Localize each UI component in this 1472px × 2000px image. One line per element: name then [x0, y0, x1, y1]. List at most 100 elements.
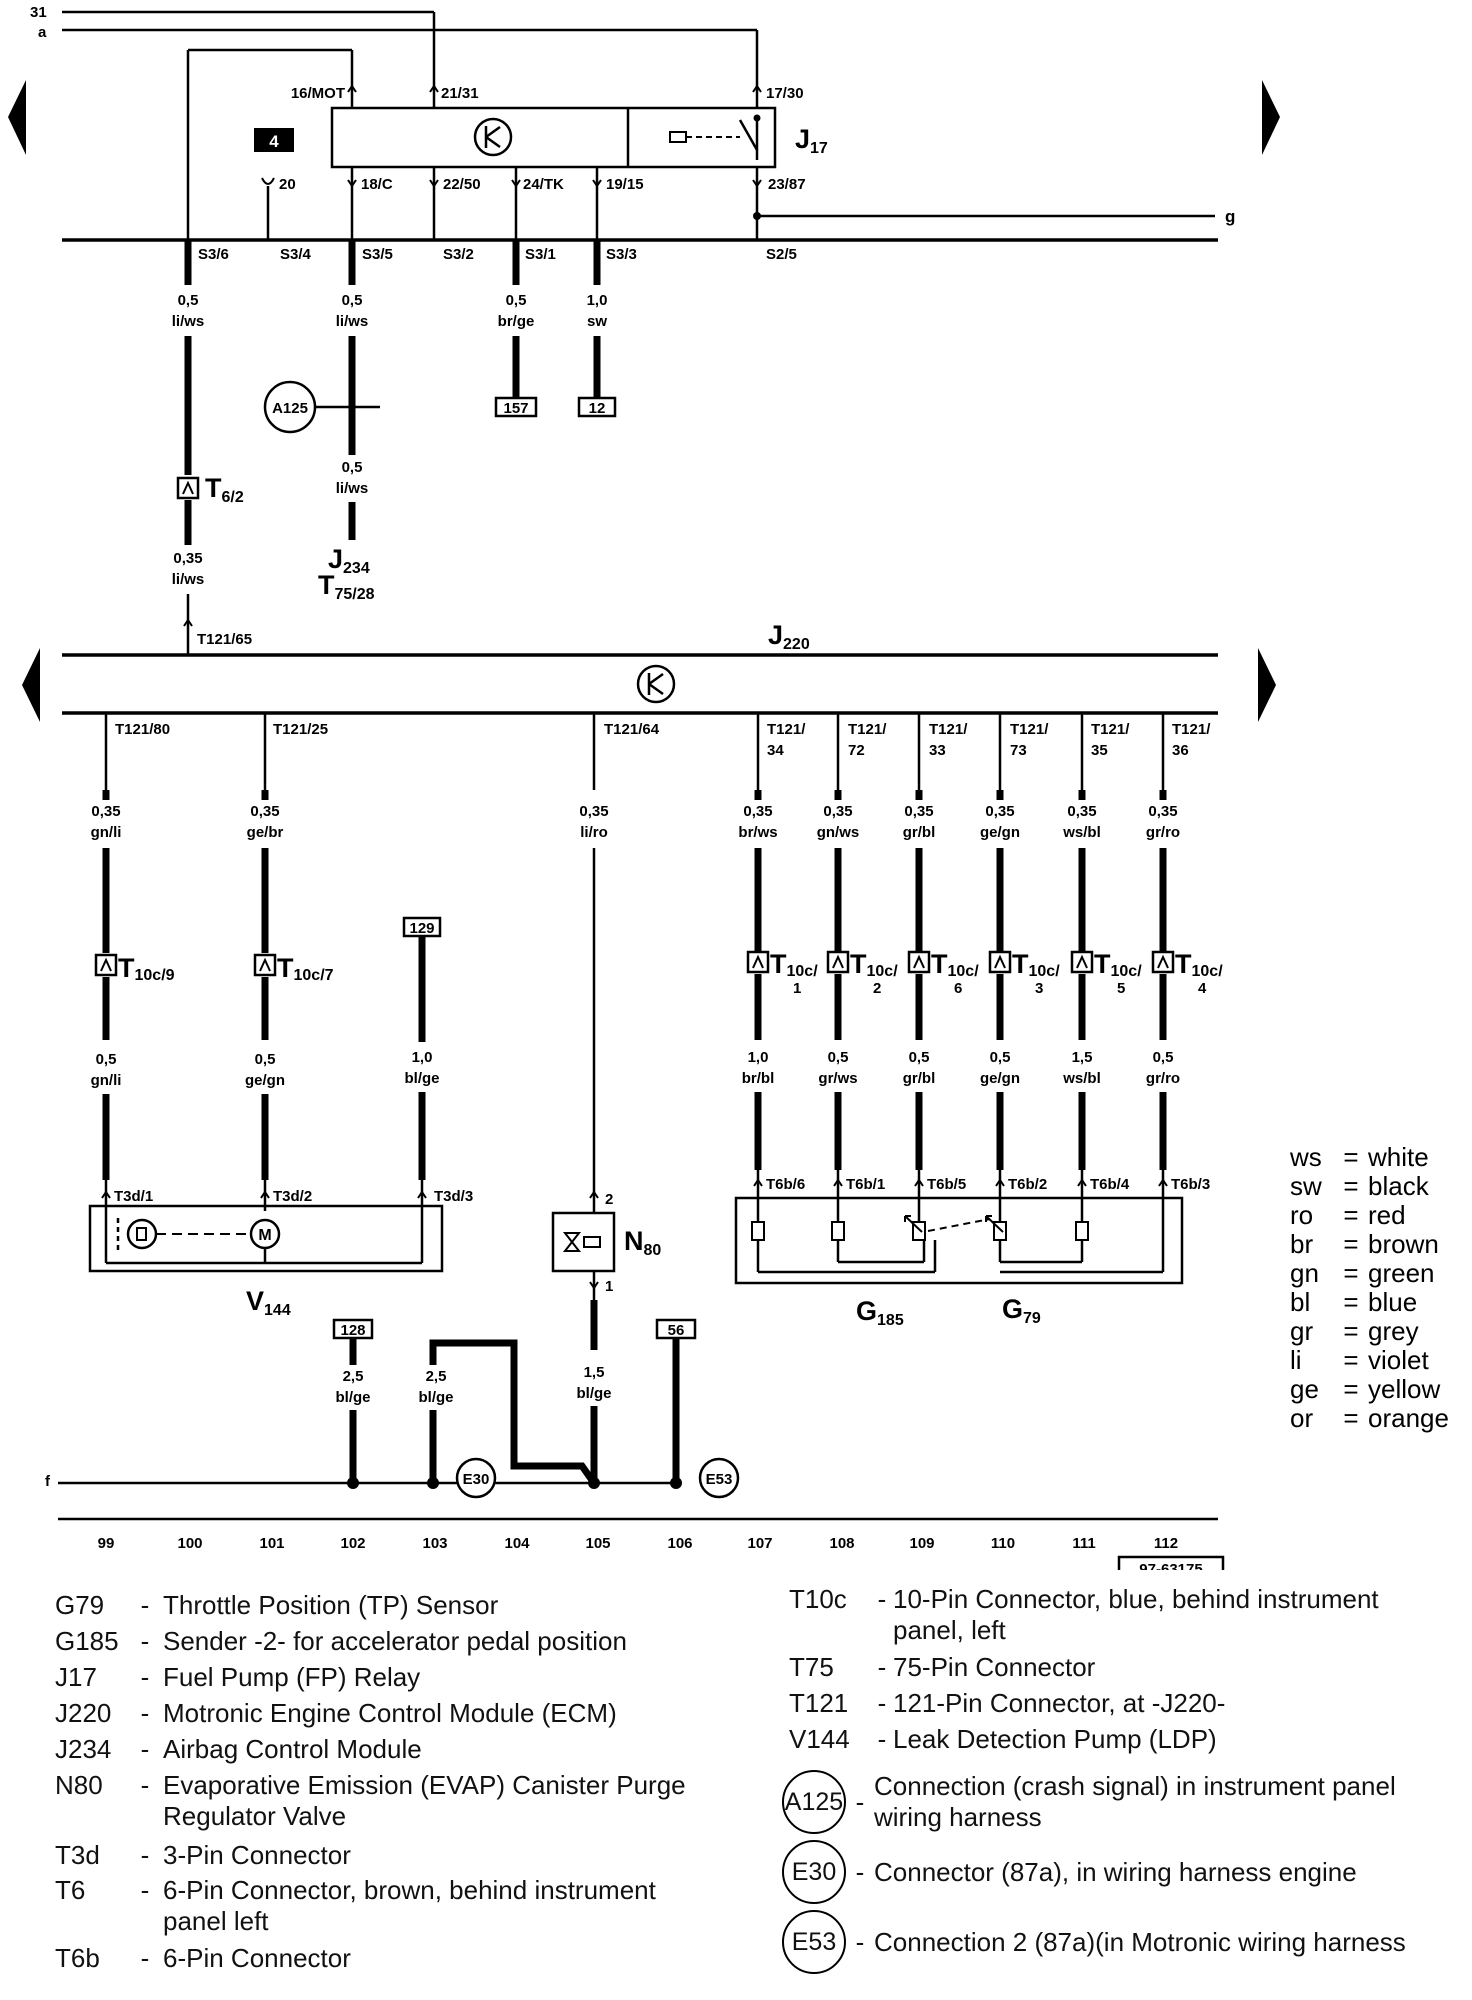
svg-text:0,35: 0,35 [250, 803, 279, 820]
svg-text:gr/ws: gr/ws [818, 1070, 857, 1087]
splice-s3-4: S3/4 [280, 246, 312, 263]
g185-label: G185 [856, 1296, 904, 1329]
wire-segments-low [102, 974, 1167, 1040]
svg-text:0,35: 0,35 [823, 803, 852, 820]
legend-item: J220-Motronic Engine Control Module (ECM… [55, 1698, 617, 1728]
svg-text:T121/: T121/ [1091, 721, 1130, 738]
svg-text:110: 110 [991, 1535, 1015, 1552]
pin-19-15: 19/15 [606, 176, 644, 193]
svg-text:99: 99 [98, 1535, 115, 1552]
splice-s2-5: S2/5 [766, 246, 797, 263]
ldp-solenoid-icon [126, 1218, 158, 1250]
legend-item: T10c-10-Pin Connector, blue, behind inst… [789, 1584, 1379, 1645]
wire-segments-mid [102, 848, 1167, 1185]
legend-item: G79-Throttle Position (TP) Sensor [55, 1590, 499, 1620]
svg-text:T6b/6: T6b/6 [766, 1176, 805, 1193]
svg-text:bl/ge: bl/ge [404, 1070, 439, 1087]
svg-text:T10c/: T10c/ [770, 949, 818, 980]
ref-box-157 [494, 396, 538, 418]
svg-text:33: 33 [929, 742, 946, 759]
wire-color: bl/ge [576, 1385, 611, 1402]
t10c-connectors [94, 950, 1175, 977]
svg-text:T6b/1: T6b/1 [846, 1176, 885, 1193]
svg-text:0,5: 0,5 [909, 1049, 930, 1066]
j220-label: J220 [768, 620, 810, 653]
wire-size: 1,5 [584, 1364, 605, 1381]
next-page-arrow-top[interactable] [1262, 80, 1280, 155]
svg-text:1,5: 1,5 [1072, 1049, 1093, 1066]
svg-text:T10c/9: T10c/9 [118, 953, 175, 984]
color-code-row: li=violet [1290, 1345, 1429, 1375]
svg-text:br/bl: br/bl [742, 1070, 775, 1087]
legend-item: T75-75-Pin Connector [789, 1652, 1096, 1682]
prev-page-arrow-top[interactable] [8, 80, 26, 155]
wire-size: 0,35 [173, 550, 202, 567]
svg-text:35: 35 [1091, 742, 1108, 759]
n80-pin-1: 1 [605, 1278, 613, 1295]
svg-text:0,35: 0,35 [91, 803, 120, 820]
n80-purge-valve [551, 1211, 616, 1273]
color-code-row: sw=black [1290, 1171, 1429, 1201]
valve-icon [562, 1232, 582, 1252]
t6-label: T6/2 [205, 473, 244, 506]
legend-item: J234-Airbag Control Module [55, 1734, 422, 1764]
pin-22-50: 22/50 [443, 176, 481, 193]
svg-text:M: M [258, 1227, 271, 1244]
wire-segments-to-components [102, 1092, 1167, 1180]
svg-text:104: 104 [504, 1535, 530, 1552]
pin-21-31: 21/31 [441, 85, 479, 102]
svg-text:157: 157 [503, 400, 528, 417]
svg-text:5: 5 [1117, 980, 1125, 997]
svg-text:T121/25: T121/25 [273, 721, 328, 738]
wire-size: 0,5 [178, 292, 199, 309]
wire-color: li/ws [336, 480, 369, 497]
pin-t121-65: T121/65 [197, 631, 252, 648]
svg-text:2: 2 [873, 980, 881, 997]
svg-text:0,35: 0,35 [985, 803, 1014, 820]
wire-color: li/ws [336, 313, 369, 330]
t3d-pins: T3d/1 T3d/2 T3d/3 [101, 1188, 473, 1205]
prev-page-arrow-mid[interactable] [22, 648, 40, 722]
svg-text:107: 107 [747, 1535, 772, 1552]
svg-text:0,35: 0,35 [579, 803, 608, 820]
svg-text:4: 4 [1198, 980, 1207, 997]
svg-text:T3d/2: T3d/2 [273, 1188, 312, 1205]
svg-text:gr/ro: gr/ro [1146, 824, 1180, 841]
svg-text:ge/gn: ge/gn [245, 1072, 285, 1089]
j17-relay-box [330, 106, 777, 169]
svg-text:73: 73 [1010, 742, 1027, 759]
page-box [254, 128, 294, 152]
pin-18-c: 18/C [361, 176, 393, 193]
svg-text:128: 128 [340, 1322, 365, 1339]
svg-text:gr/bl: gr/bl [903, 824, 936, 841]
wire-103-to-105 [429, 1339, 597, 1486]
svg-text:106: 106 [667, 1535, 692, 1552]
splice-s3-5: S3/5 [362, 246, 393, 263]
svg-text:T6b/5: T6b/5 [927, 1176, 966, 1193]
ecm-icon [636, 664, 676, 704]
sensor-wiring [751, 1170, 1165, 1274]
svg-text:gn/li: gn/li [91, 1072, 122, 1089]
splice-s3-2: S3/2 [443, 246, 474, 263]
svg-text:3: 3 [1035, 980, 1043, 997]
wire-size: 0,5 [342, 292, 363, 309]
next-page-arrow-mid[interactable] [1258, 648, 1276, 722]
legend-item: T6b-6-Pin Connector [55, 1943, 351, 1973]
diagram-id: 97-63175 [1139, 1561, 1202, 1570]
v144-label: V144 [246, 1286, 291, 1319]
color-code-row: ro=red [1290, 1200, 1406, 1230]
wire-color: bl/ge [335, 1389, 370, 1406]
svg-text:36: 36 [1172, 742, 1189, 759]
svg-text:0,35: 0,35 [904, 803, 933, 820]
svg-text:li/ro: li/ro [580, 824, 608, 841]
pin-24-tk: 24/TK [523, 176, 564, 193]
svg-text:100: 100 [177, 1535, 202, 1552]
pin-20: 20 [279, 176, 296, 193]
svg-text:ws/bl: ws/bl [1062, 1070, 1101, 1087]
mid-wire-group [102, 713, 1167, 800]
color-code-row: br=brown [1290, 1229, 1439, 1259]
a125-connection [263, 380, 317, 434]
wire-size: 2,5 [426, 1368, 447, 1385]
e53-connection [698, 1457, 740, 1499]
svg-text:105: 105 [585, 1535, 610, 1552]
